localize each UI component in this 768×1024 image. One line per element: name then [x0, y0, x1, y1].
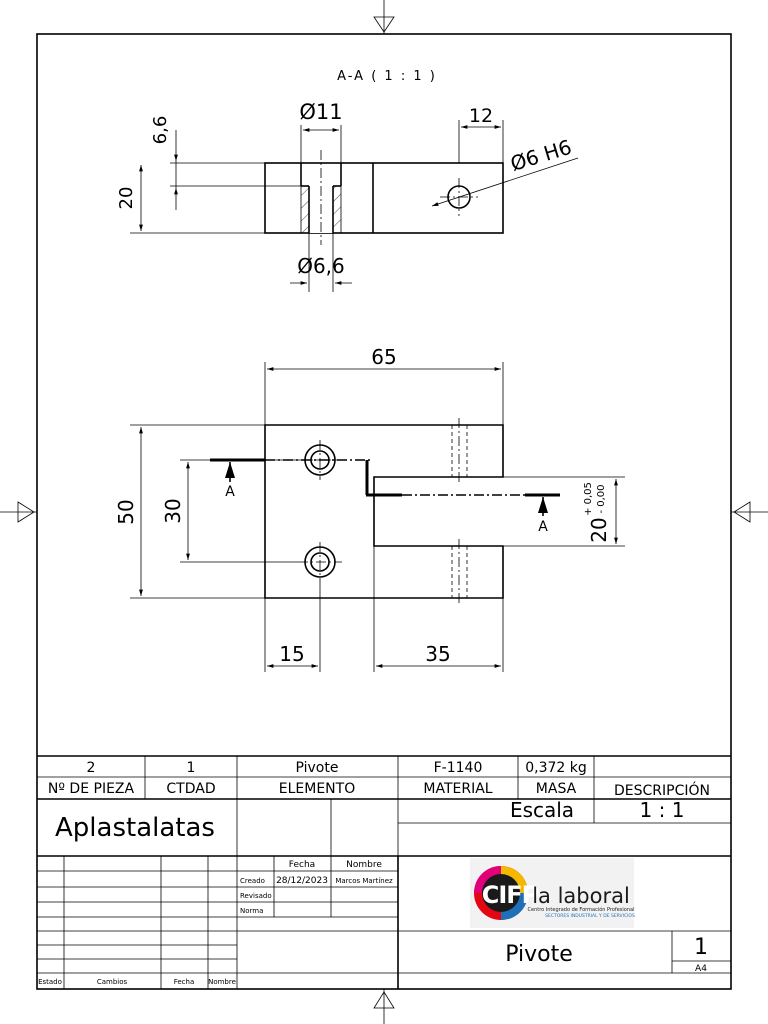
created-name: Marcos Martínez — [335, 877, 393, 885]
header-element: ELEMENTO — [279, 781, 355, 797]
scale-value: 1 : 1 — [640, 798, 685, 822]
dim-height-label: 20 — [116, 187, 137, 210]
title-block-grid — [37, 755, 731, 989]
drawing-title: Pivote — [505, 942, 573, 967]
dim-right-label: 35 — [425, 642, 450, 666]
section-marker-left: A — [225, 484, 235, 500]
section-title: A-A ( 1 : 1 ) — [337, 69, 437, 84]
header-description: DESCRIPCIÓN — [614, 781, 710, 799]
footer-nombre: Nombre — [208, 978, 236, 986]
dim-pin-label: Ø6 H6 — [508, 135, 575, 176]
dim-slot-tol-minus: - 0,00 — [596, 484, 607, 513]
dim-slot-label: 20 — [587, 517, 611, 542]
centering-mark-bottom — [373, 989, 395, 1024]
cell-quantity: 1 — [187, 760, 196, 776]
header-fecha: Fecha — [289, 860, 315, 870]
scale-label: Escala — [510, 798, 574, 822]
header-mass: MASA — [536, 781, 577, 797]
logo-cifp: CIFP — [482, 881, 539, 909]
dim-left-label: 15 — [279, 642, 304, 666]
cutting-plane-line — [210, 458, 560, 516]
header-part-number: Nº DE PIEZA — [48, 781, 135, 797]
label-norma: Norma — [240, 907, 263, 915]
logo-name: la laboral — [532, 884, 630, 908]
dim-offset-label: 12 — [469, 105, 493, 127]
cifp-logo: CIFP la laboral Centro Integrado de Form… — [470, 858, 635, 928]
footer-estado: Estado — [38, 978, 62, 986]
dim-plan-height-label: 50 — [114, 499, 138, 524]
dim-width-label: 65 — [371, 345, 396, 369]
sheet-number: 1 — [694, 935, 708, 960]
section-view — [264, 150, 504, 245]
header-material: MATERIAL — [423, 781, 492, 797]
cell-part-number: 2 — [87, 760, 96, 776]
dim-hole-label: Ø6,6 — [297, 254, 345, 278]
label-creado: Creado — [240, 877, 265, 885]
dim-hole-spacing-label: 30 — [161, 498, 185, 523]
footer-fecha: Fecha — [174, 978, 195, 986]
plan-dimensions — [130, 362, 625, 672]
dim-slot-tol-plus: + 0,05 — [583, 482, 594, 516]
header-nombre: Nombre — [346, 860, 382, 870]
centering-mark-top — [373, 0, 395, 34]
cell-material: F-1140 — [434, 760, 483, 776]
footer-cambios: Cambios — [97, 978, 128, 986]
label-revisado: Revisado — [240, 892, 272, 900]
centering-mark-right — [731, 501, 768, 523]
centering-mark-left — [0, 501, 37, 523]
logo-line1: Centro Integrado de Formación Profesiona… — [528, 906, 635, 913]
assembly-name: Aplastalatas — [55, 813, 215, 843]
plan-view — [264, 418, 504, 605]
section-marker-right: A — [538, 519, 548, 535]
header-quantity: CTDAD — [166, 781, 215, 797]
created-date: 28/12/2023 — [276, 876, 328, 886]
sheet-format: A4 — [695, 964, 707, 974]
logo-line2: SECTORES INDUSTRIAL Y DE SERVICIOS — [545, 913, 635, 919]
cell-mass: 0,372 kg — [525, 760, 587, 776]
section-dimensions — [130, 120, 579, 292]
cell-element: Pivote — [296, 760, 339, 776]
dim-counterbore-label: Ø11 — [299, 100, 342, 124]
dim-thickness-label: 6,6 — [150, 116, 171, 145]
